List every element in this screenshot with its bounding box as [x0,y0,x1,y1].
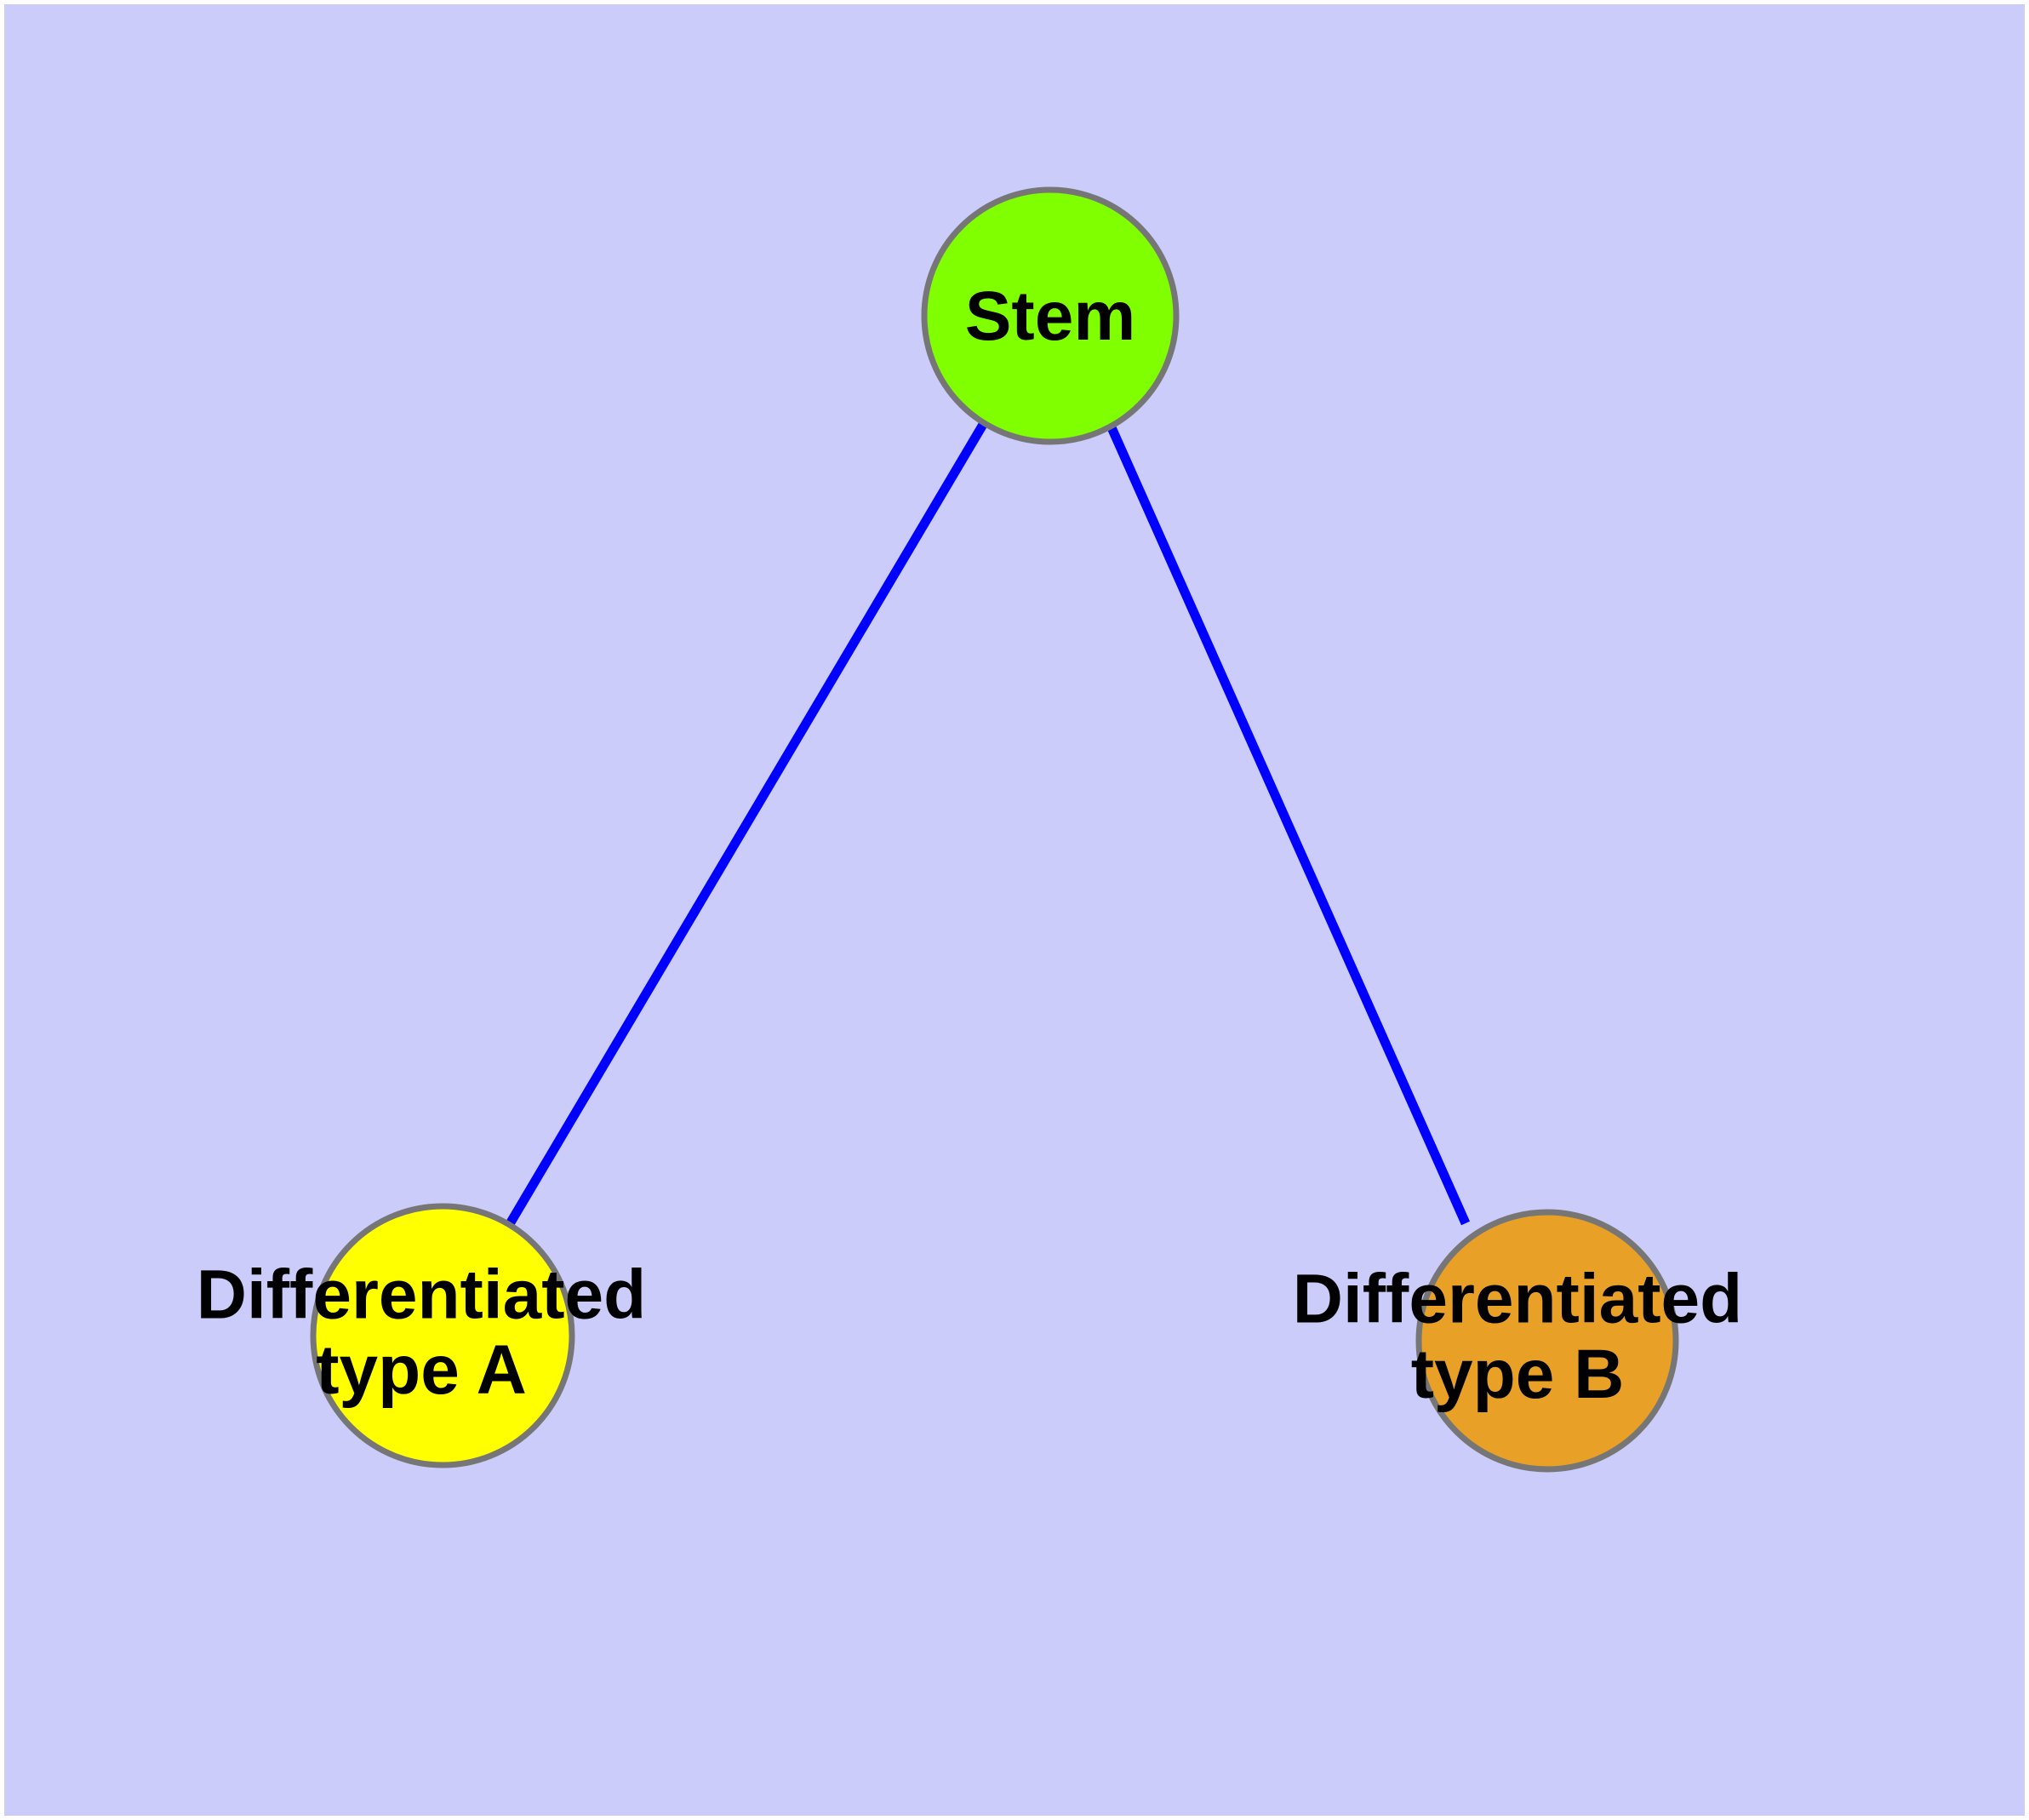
edges-group [506,421,1471,1226]
node-differentiated-type-b-circle[interactable] [1415,1209,1679,1473]
edge-stem-to-differentiated-type-a[interactable] [506,421,988,1225]
node-stem-label: Stem [965,278,1136,355]
node-differentiated-type-a-circle[interactable] [310,1203,575,1468]
node-stem-circle[interactable] [921,186,1180,445]
edge-stem-to-differentiated-type-b[interactable] [1106,423,1471,1226]
node-stem[interactable]: Stem [921,186,1180,445]
